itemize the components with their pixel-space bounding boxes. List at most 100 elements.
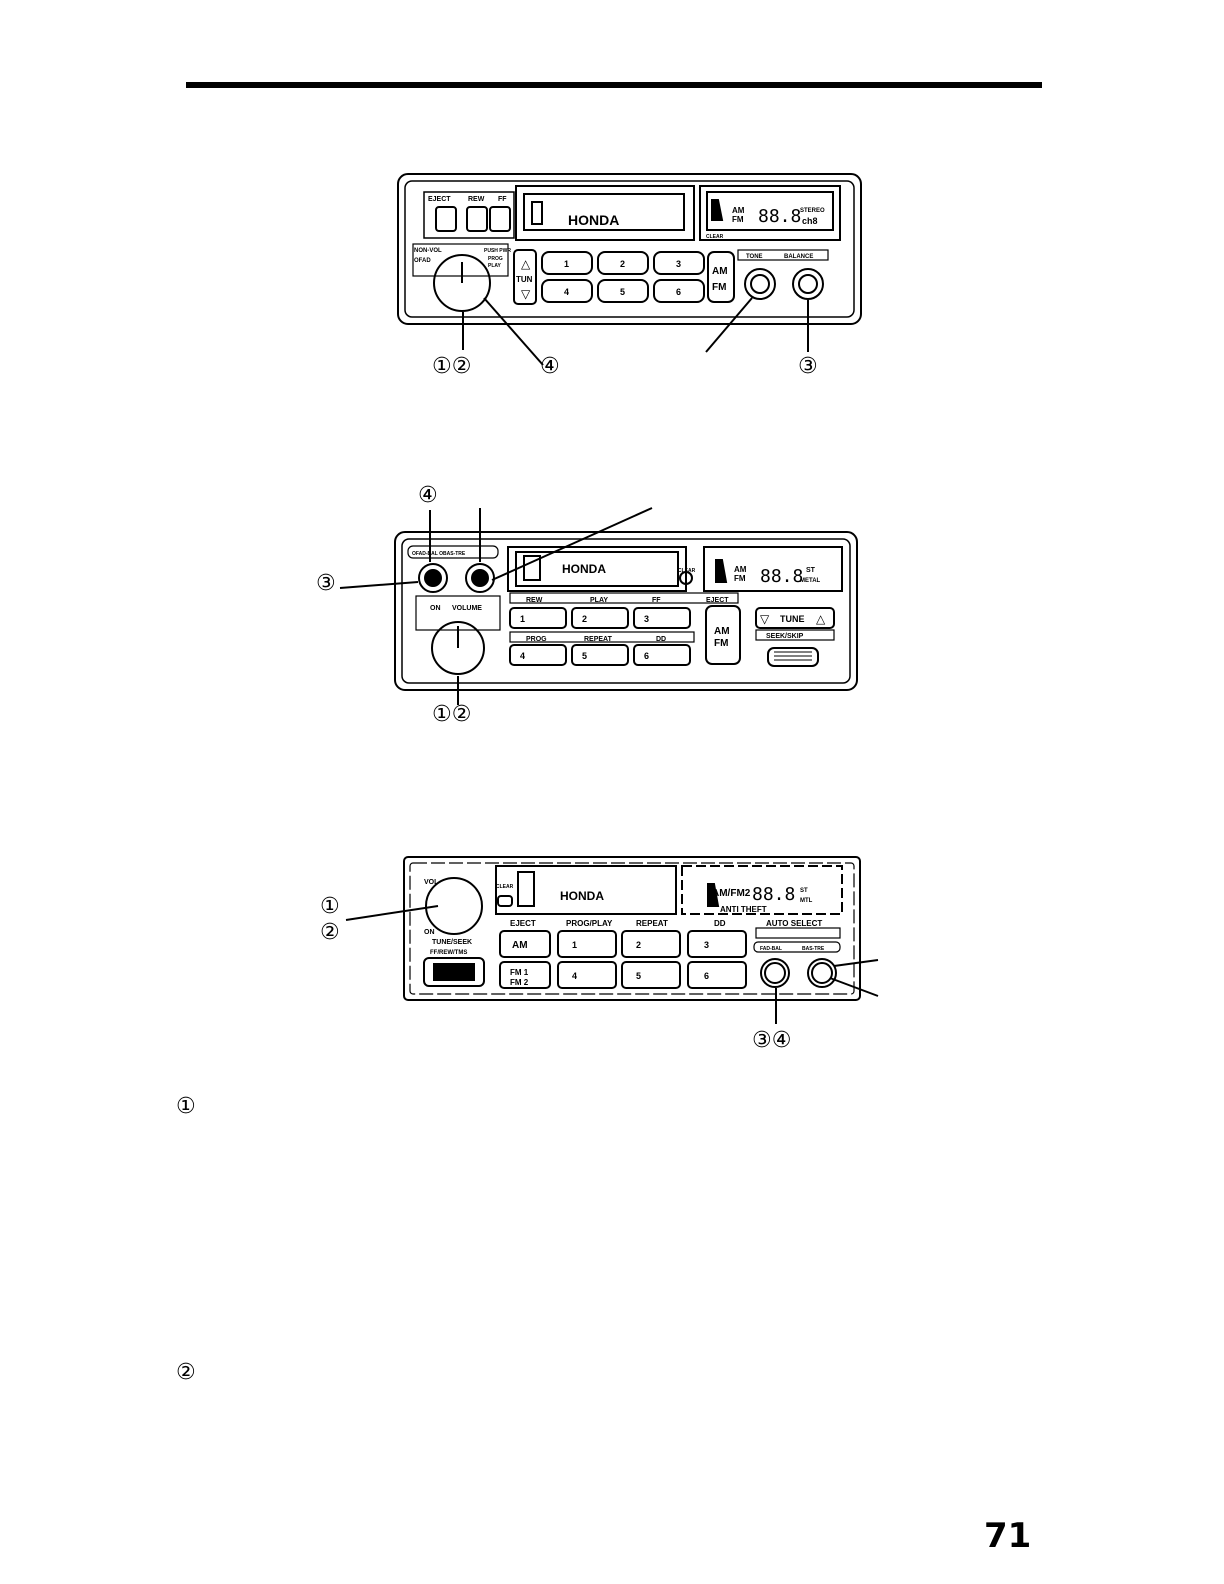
eject-label-2: EJECT [706,597,729,604]
am-label-1: AM [712,266,728,277]
svg-text:4: 4 [520,651,525,661]
display-st-3: ST [800,888,808,894]
fm1-label-3: FM 1 [510,968,529,977]
fad-bal-label-3: FAD-BAL [760,946,782,952]
prog-label-1: PROG [488,256,503,262]
tone-label: TONE [746,254,763,260]
display-digits-2: 88.8 [760,566,803,587]
callout-3-fig2: ③ [316,571,336,596]
display-metal-2: METAL [800,578,821,584]
brand-logo-1: HONDA [568,212,619,228]
svg-text:5: 5 [620,287,625,297]
tune-label-1: TUN [516,275,533,284]
on-label-2: ON [430,605,441,612]
clear-label-2: CLEAR [678,568,696,574]
svg-text:1: 1 [520,614,525,624]
vol-label-3: VOL [424,879,439,886]
display-fm-2: FM [734,574,746,583]
play-label-1: PLAY [488,263,502,269]
svg-text:1: 1 [564,259,569,269]
svg-text:3: 3 [676,259,681,269]
svg-text:6: 6 [676,287,681,297]
balance-label: BALANCE [784,254,813,260]
display-digits-1: 88.8 [758,206,801,227]
radio-unit-2 [339,507,858,705]
top-rule [186,82,1042,88]
radio-unit-3 [345,856,879,1024]
anti-theft-label-3: ANTI THEFT [720,905,767,914]
am-label-3: AM [512,940,528,951]
svg-text:5: 5 [636,971,641,981]
display-am-2: AM [734,565,747,574]
bas-tre-label-3: BAS-TRE [802,946,825,952]
volume-label-2: VOLUME [452,605,482,612]
svg-text:6: 6 [704,971,709,981]
preset-buttons-3: 1 2 3 4 5 6 [572,940,709,981]
prog-play-label-3: PROG/PLAY [566,919,613,928]
svg-text:2: 2 [582,614,587,624]
callout-1-fig3: ① [320,894,340,919]
callout-1-2-fig1: ①② [432,354,472,379]
display-am-1: AM [732,206,745,215]
tune-down-icon: ▽ [521,287,531,301]
display-stereo-1: STEREO [800,208,825,214]
note-marker-2: ② [176,1360,196,1385]
tune-up-icon: △ [521,257,531,271]
callout-3-fig1: ③ [798,354,818,379]
ff-label-2: FF [652,597,661,604]
display-ch-1: ch8 [802,216,818,226]
knob-function-label-2: OFAD-BAL OBAS-TRE [412,551,466,557]
seek-skip-label-2: SEEK/SKIP [766,633,804,640]
svg-text:4: 4 [564,287,569,297]
clear-label-3: CLEAR [496,884,514,890]
push-pwr-label: PUSH PWR [484,248,511,254]
page-number: 71 [984,1516,1032,1556]
nonvol-label: NON-VOL [414,248,442,254]
callout-4-fig1: ④ [540,354,560,379]
am-label-2: AM [714,626,730,637]
display-fm-1: FM [732,215,744,224]
tune-seek-label-3: TUNE/SEEK [432,939,472,946]
ofad-label: OFAD [414,258,431,264]
rew-label-2: REW [526,597,543,604]
repeat-label-2: REPEAT [584,636,613,643]
tune-label-2: TUNE [780,614,805,624]
svg-text:5: 5 [582,651,587,661]
callout-4-fig2: ④ [418,483,438,508]
radio-unit-1 [397,173,862,366]
display-band-3: AM/FM2 [712,888,751,899]
display-mtl-3: MTL [800,898,813,904]
callout-1-2-fig2: ①② [432,702,472,727]
eject-label-1: EJECT [428,196,451,203]
auto-select-label-3: AUTO SELECT [766,919,822,928]
dolby-label-3: DD [714,919,726,928]
brand-logo-3: HONDA [560,889,604,903]
repeat-label-3: REPEAT [636,919,668,928]
svg-text:2: 2 [620,259,625,269]
callout-2-fig3: ② [320,920,340,945]
ffrew-tms-label-3: FF/REW/TMS [430,950,467,956]
callout-3-4-fig3: ③④ [752,1028,792,1053]
ff-label-1: FF [498,196,507,203]
svg-text:3: 3 [704,940,709,950]
fm2-label-3: FM 2 [510,978,529,987]
brand-logo-2: HONDA [562,562,606,576]
note-marker-1: ① [176,1094,196,1119]
eject-label-3: EJECT [510,919,536,928]
rew-label-1: REW [468,196,485,203]
display-digits-3: 88.8 [752,884,795,905]
play-label-2: PLAY [590,597,608,604]
svg-text:3: 3 [644,614,649,624]
on-label-3: ON [424,929,435,936]
preset-buttons-2: 1 2 3 4 5 6 [520,614,649,661]
preset-buttons-1: 1 2 3 4 5 6 [564,259,681,297]
svg-text:1: 1 [572,940,577,950]
dolby-label-2: DD [656,636,666,643]
display-st-2: ST [806,567,816,574]
fm-label-2: FM [714,638,728,649]
tune-down-icon-2: ▽ [760,612,770,626]
prog-label-2: PROG [526,636,547,643]
svg-text:4: 4 [572,971,577,981]
tune-up-icon-2: △ [816,612,826,626]
